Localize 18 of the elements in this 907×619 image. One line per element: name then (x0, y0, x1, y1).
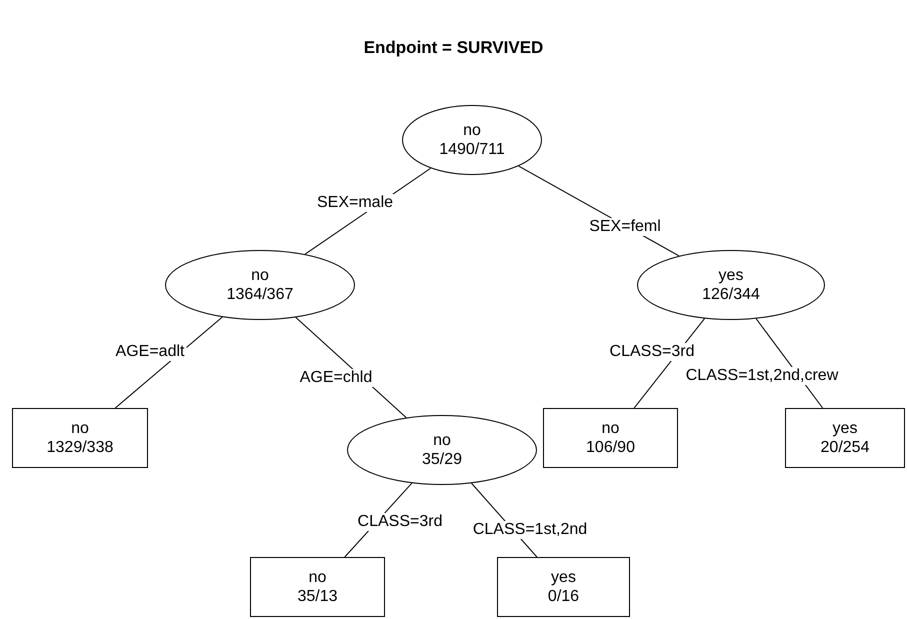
leaf-node-box (250, 557, 385, 617)
leaf-node-box (12, 408, 148, 468)
edge-label: AGE=adlt (114, 343, 186, 361)
leaf-node-box (543, 408, 678, 468)
edge-label: AGE=chld (298, 369, 374, 387)
split-node-ellipse (165, 250, 355, 320)
split-node-ellipse (402, 105, 542, 175)
edge-label: SEX=feml (587, 218, 663, 236)
chart-title: Endpoint = SURVIVED (362, 38, 544, 58)
leaf-node-box (785, 408, 905, 468)
edge-label: CLASS=1st,2nd,crew (684, 367, 840, 385)
edge-label: CLASS=3rd (356, 513, 444, 531)
split-node-ellipse (637, 250, 825, 320)
leaf-node-box (497, 557, 630, 617)
split-node-ellipse (347, 415, 537, 485)
edge-label: SEX=male (314, 194, 396, 212)
edge-label: CLASS=3rd (608, 343, 696, 361)
edge-label: CLASS=1st,2nd (470, 521, 590, 539)
